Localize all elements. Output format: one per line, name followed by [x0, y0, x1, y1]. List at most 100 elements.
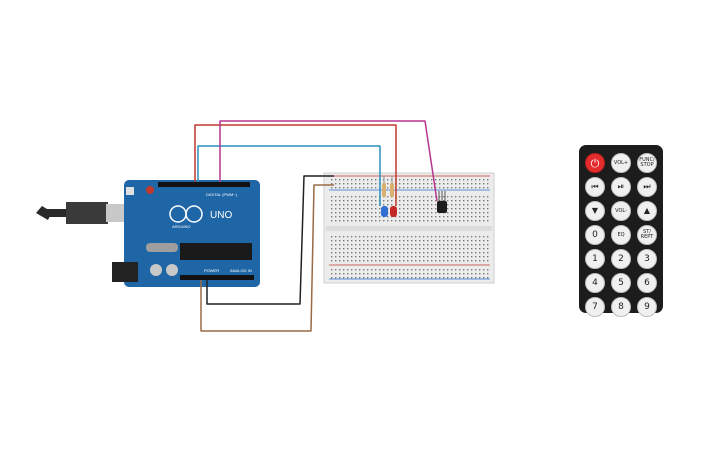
breadboard-hole	[343, 240, 345, 242]
breadboard-hole	[459, 248, 461, 250]
breadboard-hole	[371, 179, 373, 181]
st-rept-button[interactable]: ST/ REPT	[637, 225, 657, 245]
breadboard-hole	[383, 244, 385, 246]
fast-forward-button[interactable]: ⏭	[637, 177, 657, 197]
play-pause-button[interactable]: ⏯	[611, 177, 631, 197]
remote-button-row: ⏮ ⏯ ⏭	[585, 177, 657, 197]
key-5-button[interactable]: 5	[611, 273, 631, 293]
breadboard-hole	[431, 204, 433, 206]
breadboard-hole	[467, 244, 469, 246]
breadboard-hole	[343, 208, 345, 210]
breadboard-hole	[407, 244, 409, 246]
breadboard-hole	[371, 260, 373, 262]
breadboard-hole	[339, 212, 341, 214]
breadboard-hole	[431, 187, 433, 189]
key-8-button[interactable]: 8	[611, 297, 631, 317]
breadboard-hole	[387, 244, 389, 246]
breadboard-hole	[331, 204, 333, 206]
breadboard-hole	[447, 220, 449, 222]
breadboard-hole	[455, 252, 457, 254]
breadboard-hole	[447, 204, 449, 206]
breadboard-hole	[383, 273, 385, 275]
breadboard-hole	[459, 260, 461, 262]
breadboard-hole	[475, 208, 477, 210]
breadboard-hole	[343, 179, 345, 181]
key-1-button[interactable]: 1	[585, 249, 605, 269]
breadboard-hole	[479, 208, 481, 210]
breadboard-hole	[451, 269, 453, 271]
breadboard-hole	[343, 248, 345, 250]
key-3-button[interactable]: 3	[637, 249, 657, 269]
key-9-button[interactable]: 9	[637, 297, 657, 317]
breadboard-hole	[339, 252, 341, 254]
breadboard-hole	[363, 273, 365, 275]
breadboard-hole	[447, 236, 449, 238]
breadboard-hole	[423, 273, 425, 275]
breadboard-hole	[407, 240, 409, 242]
vol-down-button[interactable]: VOL-	[611, 201, 631, 221]
breadboard-hole	[363, 236, 365, 238]
breadboard-hole	[411, 260, 413, 262]
wire-brown[interactable]	[200, 184, 334, 332]
breadboard-hole	[423, 208, 425, 210]
breadboard-hole	[411, 273, 413, 275]
breadboard-hole	[335, 187, 337, 189]
breadboard-hole	[379, 256, 381, 258]
wire-blue[interactable]	[197, 145, 381, 206]
down-button[interactable]: ▼	[585, 201, 605, 221]
power-button[interactable]: ⏻	[585, 153, 605, 173]
eq-button[interactable]: EQ	[611, 225, 631, 245]
breadboard-hole	[331, 256, 333, 258]
func-stop-button[interactable]: FUNC/ STOP	[637, 153, 657, 173]
key-6-button[interactable]: 6	[637, 273, 657, 293]
usb-cable[interactable]	[36, 202, 126, 224]
red-led[interactable]	[390, 206, 397, 217]
breadboard-hole	[395, 260, 397, 262]
arduino-uno-board[interactable]: UNO ARDUINO DIGITAL (PWM~) POWER ANALOG …	[112, 180, 260, 287]
breadboard-hole	[375, 236, 377, 238]
key-4-button[interactable]: 4	[585, 273, 605, 293]
breadboard-hole	[351, 273, 353, 275]
key-0-button[interactable]: 0	[585, 225, 605, 245]
key-7-button[interactable]: 7	[585, 297, 605, 317]
ir-receiver[interactable]	[437, 191, 447, 213]
breadboard-hole	[355, 269, 357, 271]
up-button[interactable]: ▲	[637, 201, 657, 221]
breadboard-hole	[367, 216, 369, 218]
rewind-button[interactable]: ⏮	[585, 177, 605, 197]
breadboard-hole	[419, 200, 421, 202]
breadboard-hole	[399, 244, 401, 246]
key-2-button[interactable]: 2	[611, 249, 631, 269]
breadboard-hole	[435, 273, 437, 275]
breadboard-hole	[487, 236, 489, 238]
breadboard-hole	[399, 236, 401, 238]
breadboard-hole	[471, 236, 473, 238]
vol-up-button[interactable]: VOL+	[611, 153, 631, 173]
breadboard-hole	[455, 196, 457, 198]
breadboard-hole	[359, 196, 361, 198]
breadboard-hole	[467, 260, 469, 262]
breadboard-hole	[467, 216, 469, 218]
breadboard-hole	[355, 204, 357, 206]
resistor-2[interactable]	[390, 176, 394, 197]
breadboard-hole	[471, 240, 473, 242]
breadboard-hole	[475, 248, 477, 250]
breadboard-hole	[439, 240, 441, 242]
breadboard-hole	[335, 208, 337, 210]
breadboard-hole	[463, 260, 465, 262]
breadboard-hole	[435, 252, 437, 254]
wire-magenta[interactable]	[219, 120, 438, 202]
blue-led[interactable]	[381, 206, 388, 217]
breadboard[interactable]	[323, 172, 495, 284]
breadboard-hole	[363, 269, 365, 271]
breadboard-hole	[395, 236, 397, 238]
breadboard-hole	[387, 179, 389, 181]
breadboard-hole	[415, 187, 417, 189]
breadboard-hole	[399, 179, 401, 181]
breadboard-hole	[479, 240, 481, 242]
wire-black[interactable]	[206, 175, 334, 305]
resistor-1[interactable]	[382, 176, 386, 197]
breadboard-hole	[387, 260, 389, 262]
wire-red[interactable]	[194, 124, 397, 206]
breadboard-hole	[363, 277, 365, 279]
